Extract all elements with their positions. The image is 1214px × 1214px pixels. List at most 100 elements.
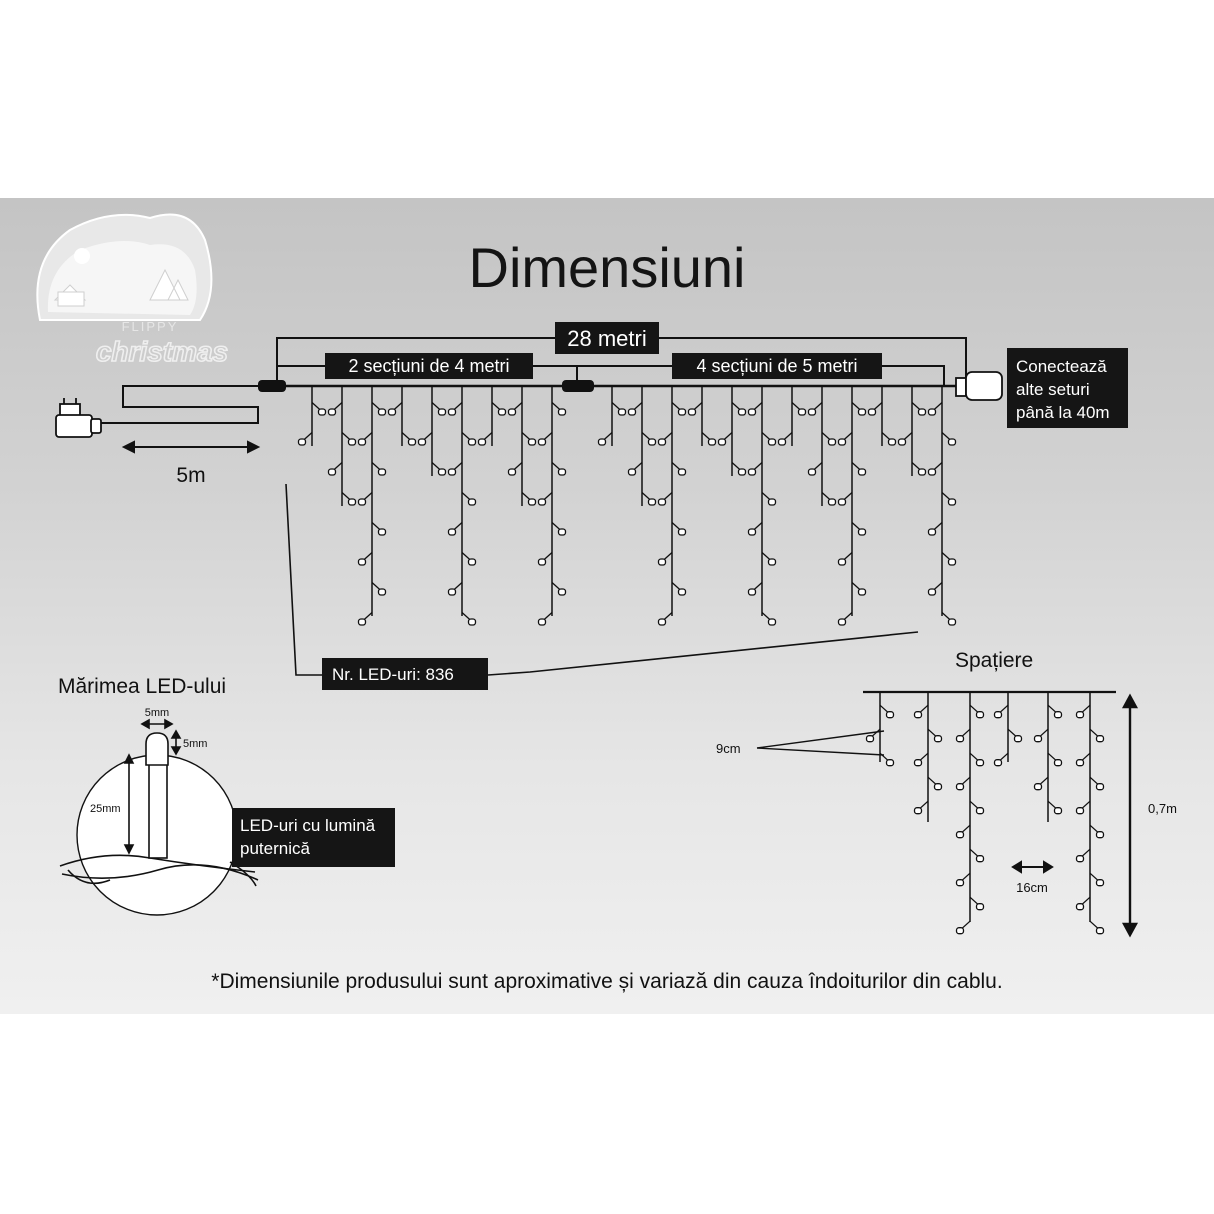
- led-bulb: [477, 438, 487, 446]
- led-bulb: [955, 927, 965, 935]
- led-bulb: [677, 528, 687, 536]
- led-bulb: [1075, 807, 1085, 815]
- led-bulb: [975, 903, 985, 911]
- led-bulb: [947, 438, 957, 446]
- led-bulb: [657, 438, 667, 446]
- led-bulb: [927, 588, 937, 596]
- led-bulb: [955, 879, 965, 887]
- led-bulb: [1033, 735, 1043, 743]
- connect-note-line-3: până la 40m: [1016, 403, 1110, 422]
- led-dimension-arrows: [123, 718, 182, 855]
- led-height-label: 25mm: [90, 803, 121, 815]
- connector-2-icon: [562, 380, 594, 392]
- led-bulb: [557, 588, 567, 596]
- horizontal-spacing-label: 16cm: [1016, 880, 1048, 895]
- led-bulb: [955, 735, 965, 743]
- led-bulb: [1033, 783, 1043, 791]
- led-bulb: [377, 588, 387, 596]
- led-bulb: [1095, 831, 1105, 839]
- led-bulb: [687, 408, 697, 416]
- icicle-drop: [1033, 692, 1063, 822]
- icicle-drop: [417, 386, 447, 476]
- led-bulb: [1075, 855, 1085, 863]
- led-bulb: [975, 855, 985, 863]
- led-bulb: [297, 438, 307, 446]
- led-count-box: [322, 658, 488, 690]
- footnote: *Dimensiunile produsului sunt aproximati…: [211, 970, 1002, 993]
- connector-1-icon: [258, 380, 286, 392]
- led-bulb: [975, 711, 985, 719]
- led-bulb: [537, 558, 547, 566]
- total-length-box: [555, 322, 659, 354]
- led-bulb: [447, 408, 457, 416]
- led-bulb: [537, 618, 547, 626]
- led-bulb: [627, 468, 637, 476]
- led-bulb: [767, 438, 777, 446]
- led-bulb-icon: [145, 732, 169, 859]
- led-bulb: [1095, 927, 1105, 935]
- vertical-spacing-label: 9cm: [716, 741, 741, 756]
- led-bulb: [917, 408, 927, 416]
- logo: FLIPPY christmas: [36, 213, 229, 368]
- icicle-drop: [837, 386, 867, 626]
- connect-note-line-2: alte seturi: [1016, 380, 1090, 399]
- icicle-drop: [777, 386, 807, 446]
- drop-height-arrow: [1121, 693, 1139, 938]
- icicle-drop: [477, 386, 507, 446]
- led-bulb: [885, 759, 895, 767]
- icicle-drops: [297, 386, 957, 626]
- led-bulb: [993, 711, 1003, 719]
- led-bulb: [1095, 783, 1105, 791]
- led-bulb: [377, 468, 387, 476]
- led-bulb: [407, 438, 417, 446]
- led-bulb: [677, 468, 687, 476]
- icicle-drop: [867, 386, 897, 446]
- led-bulb: [597, 438, 607, 446]
- section-b-label: 4 secțiuni de 5 metri: [696, 356, 857, 376]
- led-bulb: [1075, 759, 1085, 767]
- led-bulb: [357, 498, 367, 506]
- icicle-drop: [597, 386, 627, 446]
- led-bulb: [347, 438, 357, 446]
- led-bulb: [557, 408, 567, 416]
- icicle-drop: [627, 386, 657, 506]
- led-bulb: [1075, 903, 1085, 911]
- led-bulb: [857, 408, 867, 416]
- led-width-label: 5mm: [145, 707, 169, 719]
- spacing-title: Spațiere: [955, 649, 1033, 672]
- led-bulb: [767, 558, 777, 566]
- led-bulb: [777, 438, 787, 446]
- icicle-drop: [897, 386, 927, 476]
- led-bulb: [857, 528, 867, 536]
- led-bulb: [1013, 735, 1023, 743]
- icicle-drop: [297, 386, 327, 446]
- led-count-label: Nr. LED-uri: 836: [332, 665, 454, 684]
- led-bulb: [857, 588, 867, 596]
- led-bulb: [467, 438, 477, 446]
- power-adapter-icon: [55, 398, 102, 438]
- led-bulb: [327, 468, 337, 476]
- lead-length-arrow: [121, 440, 261, 454]
- icicle-drop: [865, 692, 895, 767]
- led-bulb: [417, 438, 427, 446]
- icicle-drop: [507, 386, 537, 506]
- section-a-label: 2 secțiuni de 4 metri: [348, 356, 509, 376]
- icicle-drop: [913, 692, 943, 822]
- led-bulb: [1053, 759, 1063, 767]
- led-bulb: [717, 438, 727, 446]
- icicle-drop: [327, 386, 357, 506]
- led-bulb: [913, 711, 923, 719]
- led-bulb: [767, 498, 777, 506]
- logo-line2: christmas: [96, 336, 228, 367]
- vertical-spacing-leader: [756, 730, 885, 756]
- led-bulb: [357, 438, 367, 446]
- led-bulb: [377, 528, 387, 536]
- led-bulb: [1095, 735, 1105, 743]
- led-bulb: [617, 408, 627, 416]
- led-bulb: [1095, 879, 1105, 887]
- icicle-drop: [747, 386, 777, 626]
- led-bulb: [927, 408, 937, 416]
- led-bulb: [955, 831, 965, 839]
- led-bulb: [797, 408, 807, 416]
